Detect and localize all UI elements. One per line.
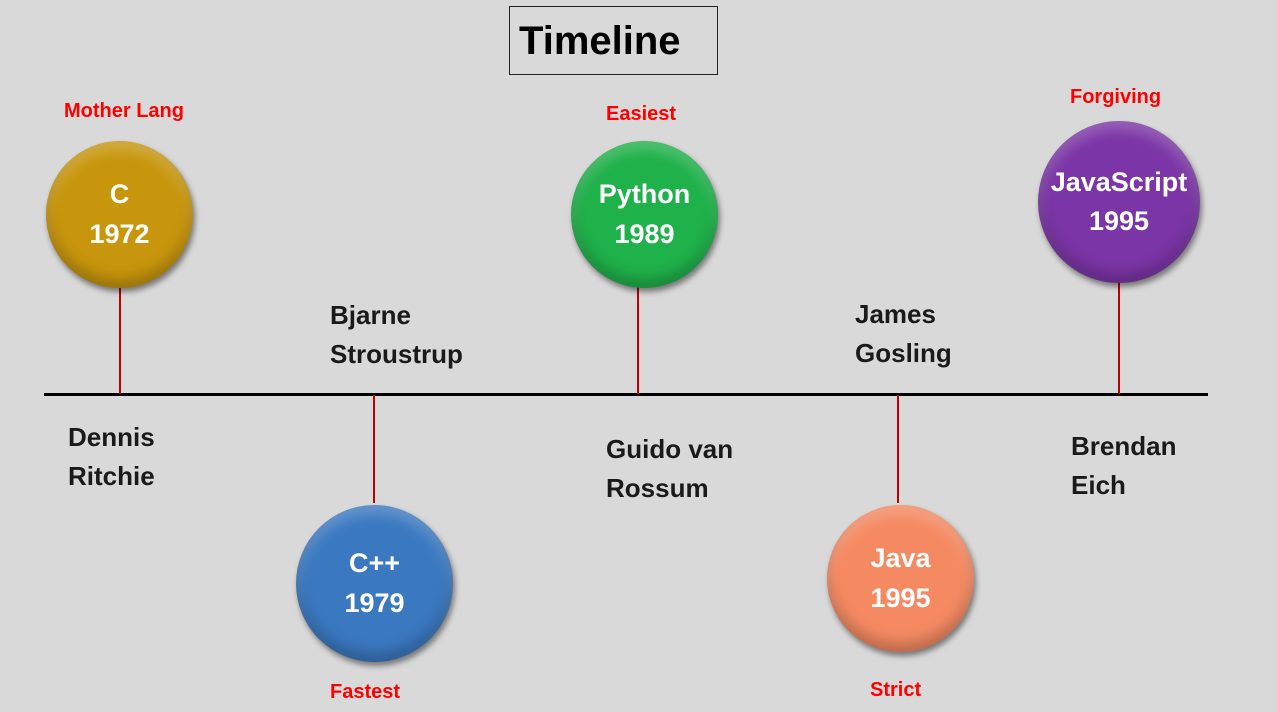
creator-c: Dennis Ritchie — [68, 418, 155, 496]
language-year-c: 1972 — [89, 218, 150, 249]
creator-javascript-line1: Brendan — [1071, 431, 1177, 461]
page-title: Timeline — [519, 19, 681, 63]
creator-java: James Gosling — [855, 295, 952, 373]
language-name-java: Java — [870, 543, 931, 574]
circle-javascript: JavaScript 1995 — [1038, 121, 1200, 283]
stem-cpp — [373, 395, 375, 503]
tag-python: Easiest — [606, 103, 677, 125]
creator-python-line2: Rossum — [606, 473, 709, 503]
tag-cpp: Fastest — [330, 681, 401, 703]
creator-python-line1: Guido van — [606, 434, 734, 464]
creator-cpp: Bjarne Stroustrup — [330, 296, 463, 374]
creator-python: Guido van Rossum — [606, 430, 733, 508]
stem-python — [637, 285, 639, 394]
language-name-python: Python — [598, 179, 691, 210]
language-year-javascript: 1995 — [1088, 206, 1150, 236]
circle-cpp: C++ 1979 — [296, 505, 453, 662]
stem-javascript — [1118, 282, 1120, 394]
creator-java-line2: Gosling — [855, 338, 952, 368]
tag-java: Strict — [870, 679, 922, 701]
creator-java-line1: James — [855, 299, 936, 329]
creator-javascript: Brendan Eich — [1071, 427, 1176, 505]
language-name-javascript: JavaScript — [1050, 166, 1188, 197]
creator-c-line2: Ritchie — [68, 461, 155, 491]
timeline-axis — [44, 393, 1208, 396]
language-year-java: 1995 — [870, 582, 931, 613]
tag-c: Mother Lang — [64, 100, 184, 122]
creator-javascript-line2: Eich — [1071, 470, 1126, 500]
creator-cpp-line2: Stroustrup — [330, 339, 463, 369]
stem-java — [897, 395, 899, 503]
language-year-python: 1989 — [614, 218, 675, 249]
language-name-c: C — [109, 179, 130, 210]
title-box: Timeline — [509, 6, 718, 75]
circle-python: Python 1989 — [571, 141, 718, 288]
circle-java: Java 1995 — [827, 505, 974, 652]
tag-javascript: Forgiving — [1070, 86, 1162, 108]
creator-cpp-line1: Bjarne — [330, 300, 411, 330]
circle-c: C 1972 — [46, 141, 193, 288]
creator-c-line1: Dennis — [68, 422, 155, 452]
language-year-cpp: 1979 — [344, 587, 405, 618]
language-name-cpp: C++ — [348, 548, 401, 579]
stem-c — [119, 285, 121, 394]
